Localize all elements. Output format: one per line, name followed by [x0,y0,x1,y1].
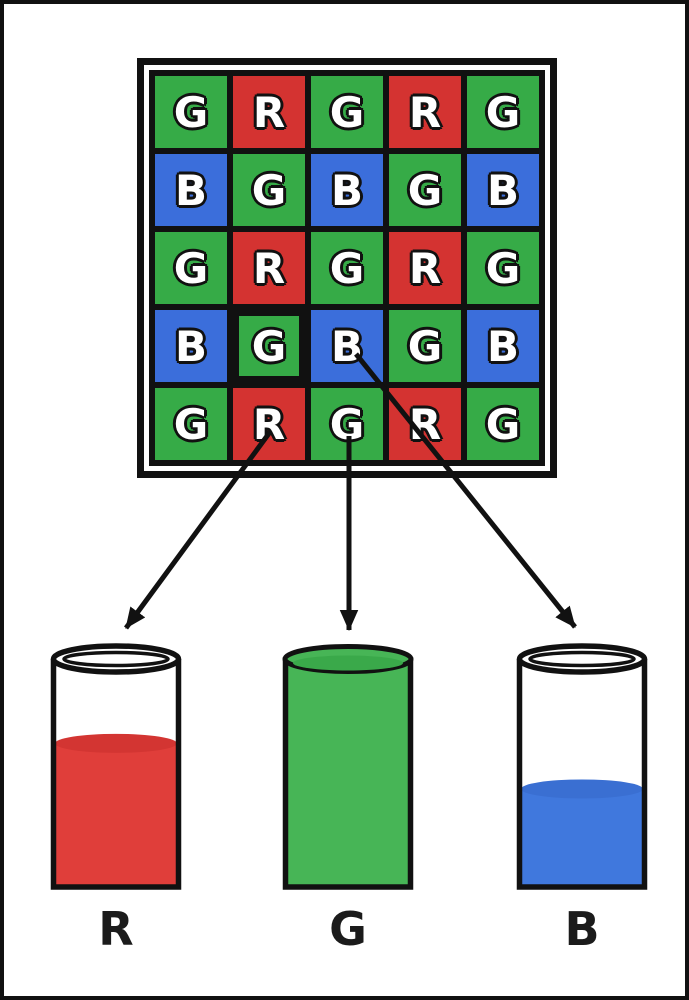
sensor-cell-r4c3: R [389,388,461,460]
sensor-cell-r4c4: G [467,388,539,460]
sensor-cell-r0c0: G [155,76,227,148]
sensor-cell-r1c2: B [311,154,383,226]
sensor-cell-r1c1: G [233,154,305,226]
sensor-cell-r3c3: G [389,310,461,382]
green-beaker [282,644,414,890]
blue-beaker-label: B [564,902,600,956]
sensor-cell-r3c2: B [311,310,383,382]
grid-inner-frame: G R G R G B G B G B G R G R G B G B G B [149,70,545,466]
green-beaker-label: G [329,902,367,956]
red-beaker-label: R [98,902,134,956]
sensor-cell-r0c1: R [233,76,305,148]
sensor-cell-r2c3: R [389,232,461,304]
pixel-grid: G R G R G B G B G B G R G R G B G B G B [155,76,539,460]
sensor-cell-r0c2: G [311,76,383,148]
sensor-cell-r2c2: G [311,232,383,304]
sensor-cell-r4c2: G [311,388,383,460]
bayer-sensor-grid: G R G R G B G B G B G R G R G B G B G B [137,58,557,478]
sensor-cell-r3c0: B [155,310,227,382]
sensor-cell-r3c1-highlighted: G [233,310,305,382]
sensor-cell-r1c0: B [155,154,227,226]
sensor-cell-r1c4: B [467,154,539,226]
blue-beaker [516,643,648,890]
sensor-cell-r2c1: R [233,232,305,304]
sensor-cell-r4c1: R [233,388,305,460]
sensor-cell-r2c0: G [155,232,227,304]
sensor-cell-r3c4: B [467,310,539,382]
sensor-cell-r4c0: G [155,388,227,460]
sensor-cell-r1c3: G [389,154,461,226]
sensor-cell-r0c4: G [467,76,539,148]
sensor-cell-r0c3: R [389,76,461,148]
sensor-cell-r2c4: G [467,232,539,304]
red-beaker [50,643,182,890]
